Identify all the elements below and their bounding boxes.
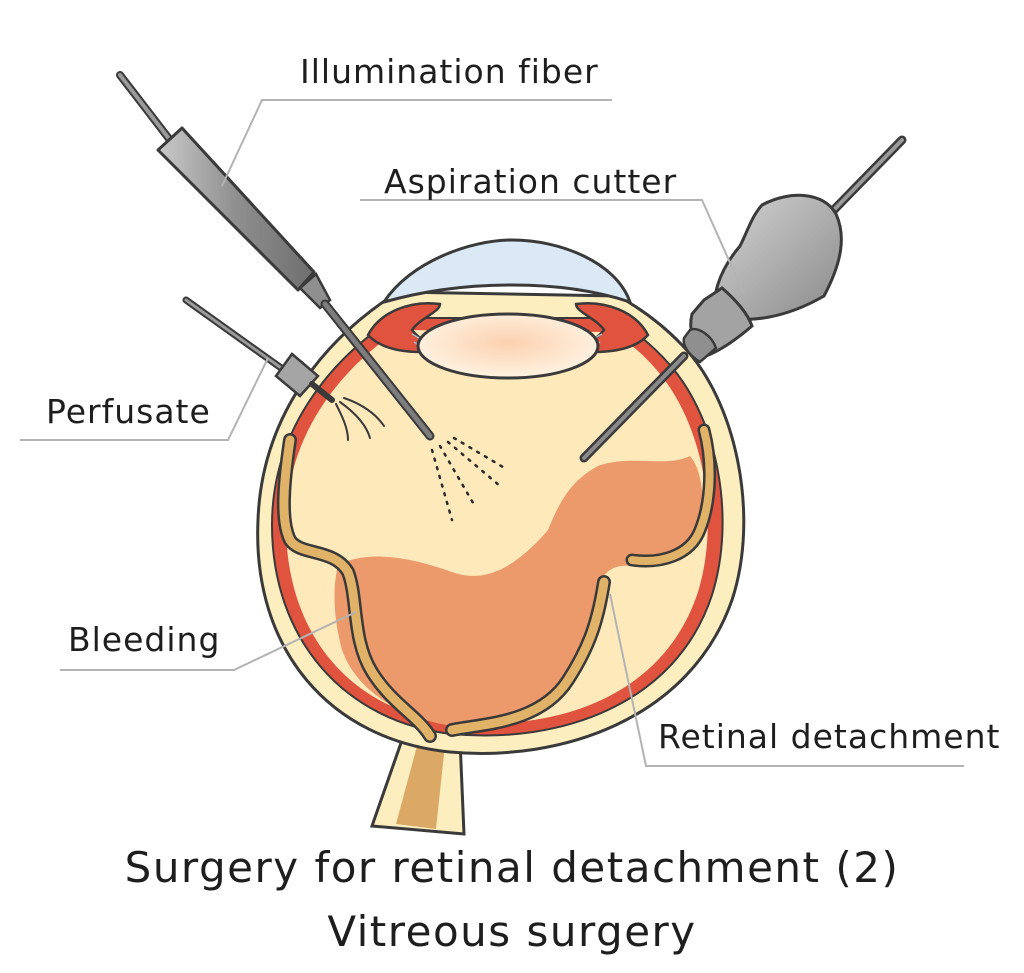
label-perfusate: Perfusate [46,392,211,431]
leader-retinal [609,593,964,767]
illumination-fiber-instrument [116,71,435,441]
leader-illumination [221,99,612,187]
crystalline-lens [416,312,600,380]
illumination-light-rays [430,436,510,522]
iris-right [574,302,650,354]
optic-nerve-core [396,735,446,829]
leader-bleeding [60,611,357,671]
hemorrhage-area [334,456,703,728]
label-bleeding: Bleeding [68,620,221,659]
aspiration-cutter-instrument [579,135,907,463]
label-illumination-fiber: Illumination fiber [300,52,599,91]
perfusate-flow-lines [335,397,385,441]
leader-perfusate [20,357,269,441]
caption-subtitle: Vitreous surgery [327,907,697,956]
label-aspiration-cutter: Aspiration cutter [384,162,678,201]
iris-left [366,302,442,354]
label-retinal-detachment: Retinal detachment [658,717,1001,756]
leader-aspiration [360,199,745,295]
perfusate-cannula [182,296,335,403]
cornea [380,238,633,305]
leader-lines [20,99,964,767]
caption-title: Surgery for retinal detachment (2) [124,843,900,892]
